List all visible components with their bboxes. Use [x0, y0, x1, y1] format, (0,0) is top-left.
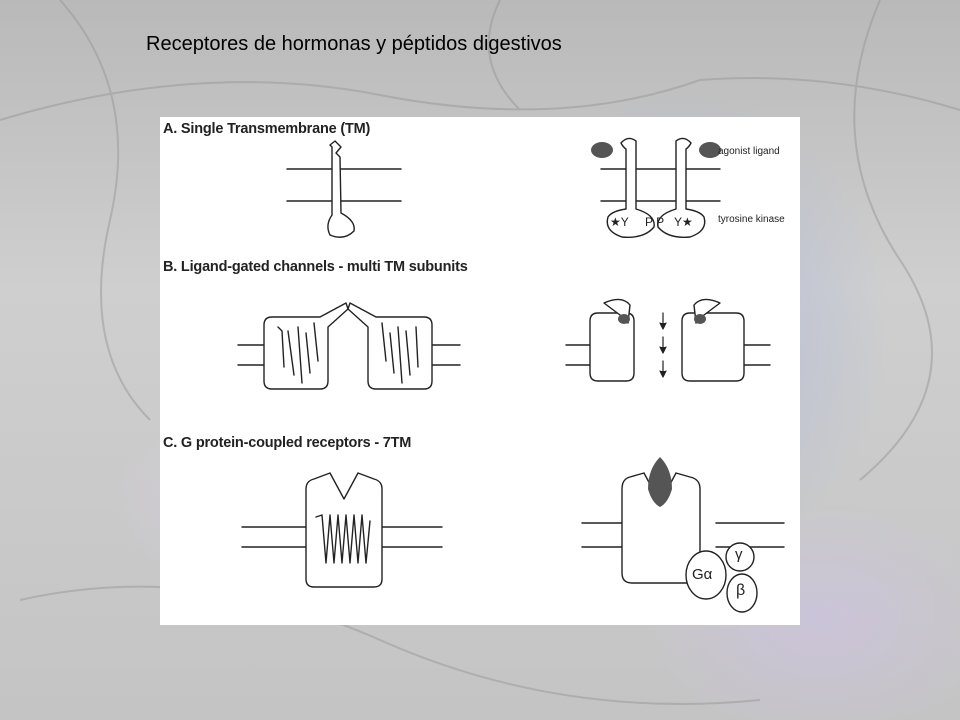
single-tm-receptor [286, 140, 402, 238]
phosphotyrosine-right: Y★ [674, 215, 693, 229]
ligand-gated-channel-open [565, 298, 771, 382]
section-c-heading: C. G protein-coupled receptors - 7TM [163, 435, 412, 451]
gpcr-7tm-receptor [241, 472, 443, 588]
agonist-ligand-left [591, 142, 613, 158]
tyrosine-kinase-label: tyrosine kinase [718, 214, 785, 225]
receptor-figure: A. Single Transmembrane (TM) B. Ligand-g… [160, 117, 800, 625]
section-b-heading: B. Ligand-gated channels - multi TM subu… [163, 259, 468, 275]
section-a-heading: A. Single Transmembrane (TM) [163, 121, 371, 137]
g-alpha-subunit [685, 550, 727, 600]
gpcr-with-g-protein [581, 457, 785, 613]
receptor-diagram [237, 137, 785, 613]
g-beta-subunit [726, 573, 758, 613]
g-alpha-label: Gα [692, 566, 713, 583]
ligand-gated-channel-closed [237, 302, 461, 390]
ion-flow-arrows [659, 312, 667, 378]
g-beta-label: β [736, 582, 746, 599]
channel-ligand-left [618, 314, 630, 324]
g-gamma-label: γ [735, 546, 743, 563]
agonist-ligand-label: agonist ligand [718, 146, 780, 157]
phosphate-pair: P P [645, 215, 665, 229]
gpcr-ligand [648, 457, 672, 507]
tyrosine-kinase-dimer [591, 137, 721, 238]
channel-ligand-right [694, 314, 706, 324]
g-gamma-subunit [725, 542, 755, 572]
slide-title: Receptores de hormonas y péptidos digest… [146, 33, 562, 55]
agonist-ligand-right [699, 142, 721, 158]
phosphotyrosine-left: ★Y [610, 215, 629, 229]
